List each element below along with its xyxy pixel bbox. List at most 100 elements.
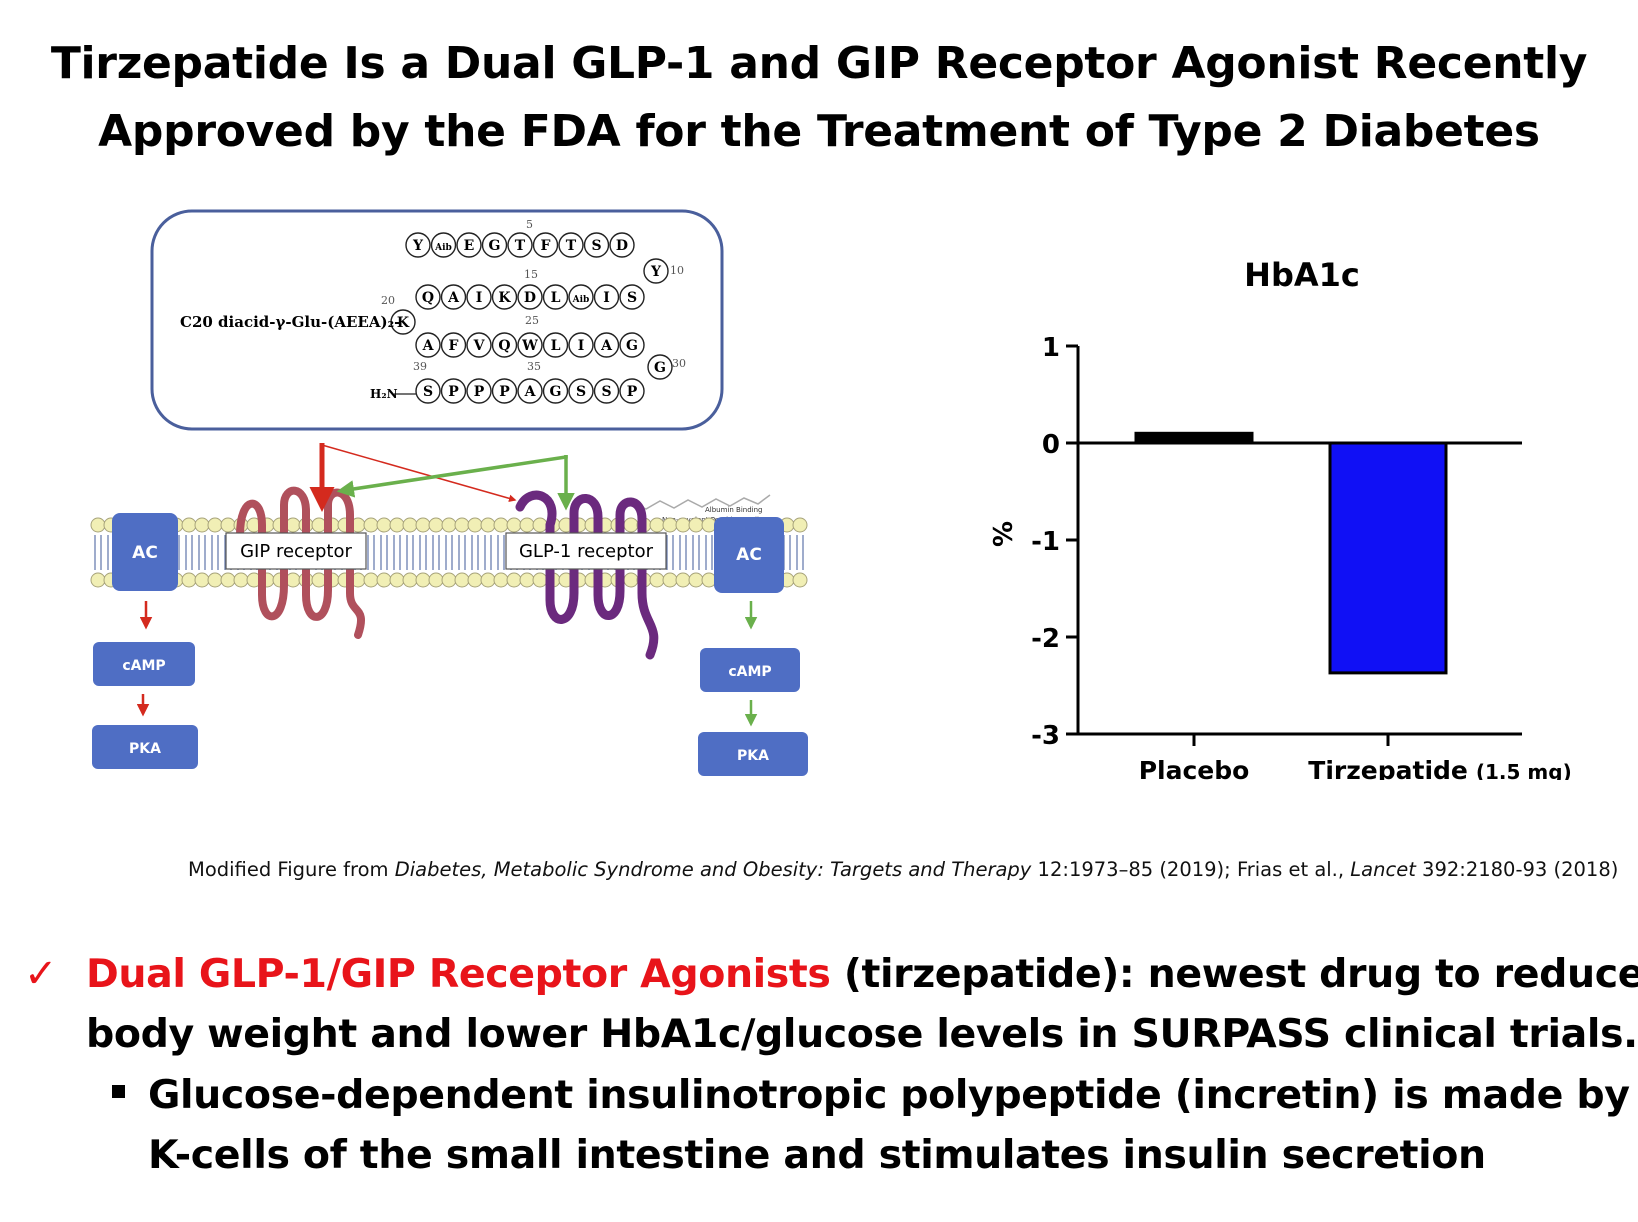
lipid-head-bottom: [376, 572, 392, 588]
residue-row3-7-circle: [568, 332, 594, 358]
lipid-head-top: [506, 517, 522, 533]
bar-tirzepatide: [1328, 441, 1448, 675]
citation-journal-2: Lancet: [1350, 858, 1416, 881]
residue-row3-1: A: [422, 338, 435, 354]
lipid-head-bottom: [233, 572, 249, 588]
lipid-head-bottom: [623, 572, 639, 588]
residue-row3-8-circle: [593, 332, 620, 358]
residue-row2-5: D: [524, 290, 536, 306]
lipid-head-top: [207, 517, 223, 533]
peptide-side-chain-label: C20 diacid-γ-Glu-(AEEA)₂-: [180, 313, 400, 331]
pka-label-right: PKA: [737, 748, 769, 764]
residue-row3-1-circle: [415, 332, 441, 358]
citation-journal-1: Diabetes, Metabolic Syndrome and Obesity…: [394, 858, 1032, 881]
position-10: 10: [670, 264, 684, 277]
peptide-structure-box: [150, 209, 724, 431]
residue-row2-8: I: [603, 290, 610, 306]
residue-row1-2-circle: [430, 232, 457, 258]
residue-row2-4-circle: [491, 284, 518, 310]
lipid-head-top: [90, 517, 106, 533]
residue-row3-turn: G: [654, 360, 666, 376]
residue-row4-7: S: [576, 384, 586, 400]
residue-row3-4: Q: [498, 338, 510, 354]
pka-box-left: [92, 725, 198, 769]
main-bullet-line-2: body weight and lower HbA1c/glucose leve…: [86, 1011, 1638, 1057]
residue-row4-6-circle: [542, 378, 569, 404]
residue-row2-2-circle: [440, 284, 467, 310]
residue-row3-4-circle: [491, 332, 518, 358]
residue-row1-4-circle: [481, 232, 508, 258]
residue-row3-5-circle: [517, 332, 543, 358]
lipid-head-bottom: [701, 572, 717, 588]
residue-row2-5-circle: [517, 284, 543, 310]
residue-row4-8-circle: [593, 378, 620, 404]
peptide-stapling-label: Non-covalent Peptide Stapling: [662, 516, 768, 524]
residue-row4-3: P: [474, 384, 485, 400]
figure-citation: Modified Figure from Diabetes, Metabolic…: [188, 858, 1628, 881]
lipid-head-bottom: [506, 572, 522, 588]
lipid-head-bottom: [181, 572, 197, 588]
residue-row1-7: T: [566, 238, 577, 254]
residue-row1-4: G: [489, 238, 501, 254]
position-20: 20: [381, 294, 395, 307]
lipid-head-top: [688, 517, 704, 533]
lipid-head-bottom: [194, 572, 210, 588]
bar-placebo: [1134, 431, 1254, 445]
residue-row3-7: I: [578, 338, 585, 354]
ac-label-right: AC: [736, 545, 762, 565]
residue-row2-1-circle: [415, 284, 441, 310]
gip-receptor-label-box: [225, 532, 367, 570]
residue-row2-3: I: [476, 290, 483, 306]
residue-row4-7-circle: [568, 378, 594, 404]
residue-side-chain-k-circle: [390, 309, 416, 335]
y-axis-label: %: [989, 521, 1019, 547]
residue-row4-5: A: [524, 384, 537, 400]
residue-row1-9: D: [616, 238, 628, 254]
camp-box-left: [93, 642, 195, 686]
albumin-binding-label: Albumin Binding: [705, 506, 763, 514]
lipid-head-bottom: [90, 572, 106, 588]
residue-row3-9: G: [626, 338, 638, 354]
residue-row2-3-circle: [466, 284, 492, 310]
residue-row4-2-circle: [440, 378, 467, 404]
lipid-head-bottom: [389, 572, 405, 588]
lipid-head-bottom: [363, 572, 379, 588]
lipid-head-top: [285, 517, 301, 533]
sub-bullet-line-2: K-cells of the small intestine and stimu…: [148, 1132, 1486, 1178]
residue-row2-9: S: [627, 290, 637, 306]
lipid-head-top: [493, 517, 509, 533]
residue-row3-3: V: [473, 338, 486, 354]
residue-row4-2: P: [448, 384, 459, 400]
lipid-head-top: [415, 517, 431, 533]
residue-row1-3: E: [464, 238, 475, 254]
position-15: 15: [524, 268, 538, 281]
lipid-head-bottom: [480, 572, 496, 588]
residue-row4-6: G: [550, 384, 562, 400]
slide-title-line-2: Approved by the FDA for the Treatment of…: [98, 106, 1540, 157]
lipid-head-top: [623, 517, 639, 533]
sub-bullet-line-1: Glucose-dependent insulinotropic polypep…: [148, 1072, 1630, 1118]
position-5: 5: [526, 218, 533, 231]
lipid-head-top: [402, 517, 418, 533]
residue-row2-8-circle: [593, 284, 620, 310]
x-tick-label-placebo: Placebo: [1139, 756, 1250, 780]
residue-row4-3-circle: [466, 378, 492, 404]
glp1-receptor-label-box: [505, 532, 667, 570]
residue-row4-4-circle: [491, 378, 518, 404]
residue-row1-9-circle: [609, 232, 635, 258]
position-35: 35: [527, 360, 541, 373]
lipid-head-bottom: [532, 572, 548, 588]
residue-row1-turn-circle: [643, 258, 669, 284]
ac-label-left: AC: [132, 543, 158, 563]
residue-row4-5-circle: [517, 378, 543, 404]
residue-row2-7-circle: [568, 284, 594, 310]
chart-title: HbA1c: [1244, 256, 1360, 294]
lipid-head-top: [194, 517, 210, 533]
residue-row3-9-circle: [619, 332, 645, 358]
residue-row3-2-circle: [440, 332, 467, 358]
camp-label-left: cAMP: [122, 658, 165, 674]
lipid-head-top: [662, 517, 678, 533]
